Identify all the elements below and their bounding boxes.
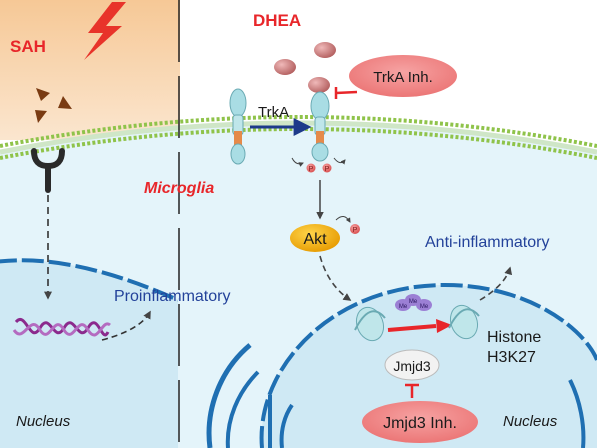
sah-particles — [35, 88, 72, 123]
receptor-y-icon — [31, 148, 65, 193]
trka-receptor-icon — [229, 88, 247, 165]
histone-label-line1: Histone — [487, 329, 541, 346]
methyl-label-3: Me — [420, 304, 429, 310]
nucleus-left-label: Nucleus — [16, 413, 71, 430]
jmjd3-inhibitor-label: Jmjd3 Inh. — [383, 415, 457, 432]
trka-label: TrkA — [258, 104, 289, 121]
sah-label: SAH — [10, 37, 46, 56]
dhea-label: DHEA — [253, 11, 301, 30]
receptor-phospho-label-1: P — [309, 166, 314, 173]
akt-label: Akt — [303, 231, 327, 248]
akt-phospho-label: P — [353, 227, 358, 234]
microglia-label: Microglia — [144, 180, 214, 197]
dhea-molecules — [274, 42, 336, 93]
dna-helix-icon — [12, 318, 111, 337]
jmjd3-label: Jmjd3 — [393, 358, 431, 374]
akt-to-nucleus-arrow — [319, 255, 352, 301]
proinflammatory-arrow — [101, 310, 151, 341]
jmjd3-oval — [384, 349, 440, 381]
methyl-label-2: Me — [409, 299, 418, 305]
lightning-icon — [84, 2, 126, 60]
nucleosome-demethylated — [448, 304, 480, 340]
jmjd3-inhibitor-oval — [362, 401, 478, 443]
sah-background — [0, 0, 180, 140]
receptor-phospho-label-2: P — [325, 166, 330, 173]
nucleus-left — [0, 258, 179, 448]
trka-receptor-active — [291, 91, 346, 173]
proinflammatory-label: Proinflammatory — [114, 288, 230, 305]
trka-inhibition-bar — [334, 87, 358, 99]
trka-inhibitor-label: TrkA Inh. — [373, 69, 432, 86]
anti-inflammatory-arrow — [479, 266, 513, 301]
nucleosome-icon — [354, 294, 432, 342]
histone-label-line2: H3K27 — [487, 349, 536, 366]
akt-phospho — [350, 224, 360, 234]
conversion-arrow — [387, 319, 452, 333]
akt-phospho-arrow — [335, 216, 351, 223]
nucleus-right-label: Nucleus — [503, 413, 558, 430]
akt-oval — [290, 224, 340, 252]
jmjd3-inhibition-bar — [405, 383, 419, 398]
trka-inhibitor-oval — [349, 55, 457, 97]
anti-inflammatory-label: Anti-inflammatory — [425, 234, 549, 251]
methyl-label-1: Me — [399, 304, 408, 310]
